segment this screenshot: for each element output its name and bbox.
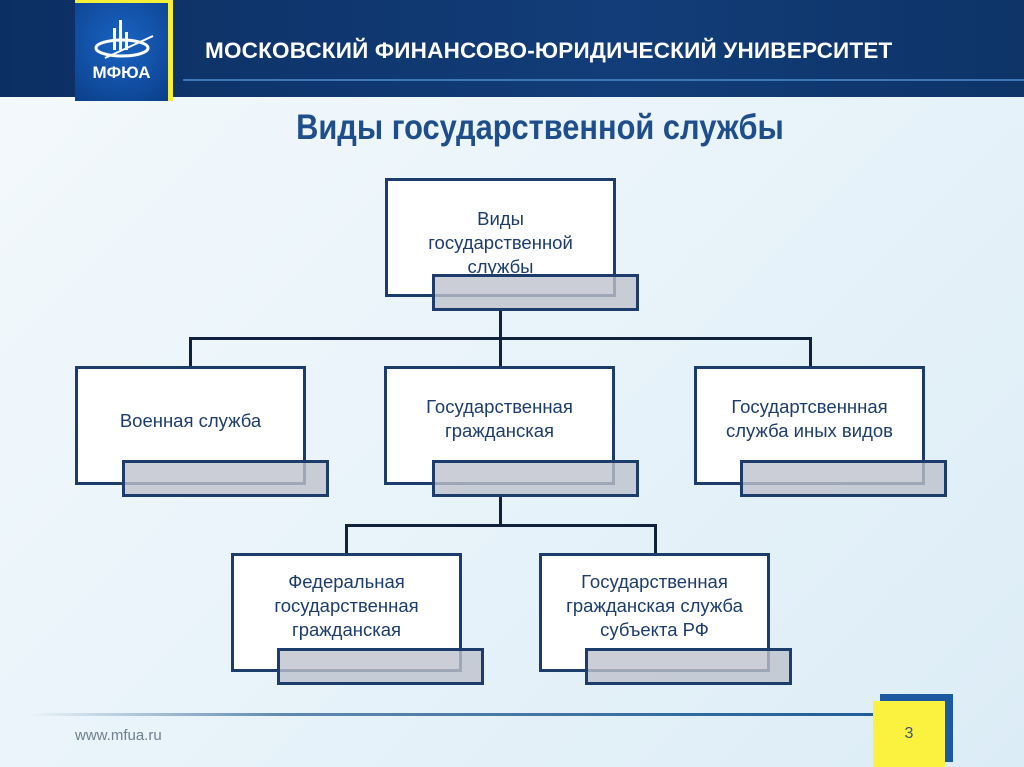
node-shadow	[432, 460, 639, 497]
connector	[189, 337, 192, 367]
node-shadow	[122, 460, 329, 497]
connector	[499, 497, 502, 527]
website-link[interactable]: www.mfua.ru	[75, 727, 162, 744]
node-label: Государственная гражданская служба субъе…	[566, 571, 743, 640]
connector	[345, 524, 348, 554]
node-label: Государственная гражданская	[426, 396, 573, 441]
connector	[809, 337, 812, 367]
connector	[499, 310, 502, 340]
university-logo[interactable]: МФЮА	[75, 0, 173, 101]
node-shadow	[432, 274, 639, 311]
node-label: Федеральная государственная гражданская	[274, 571, 419, 640]
footer-divider	[30, 713, 880, 716]
connector	[499, 337, 502, 367]
connector	[345, 524, 657, 527]
node-label: Виды государственной службы	[428, 208, 573, 277]
logo-emblem-icon	[94, 20, 154, 59]
node-shadow	[277, 648, 484, 685]
node-shadow	[585, 648, 792, 685]
node-label: Военная служба	[119, 410, 262, 431]
page-number: 3	[873, 701, 945, 767]
logo-text: МФЮА	[92, 63, 151, 82]
header-divider	[183, 79, 1024, 81]
university-name: МОСКОВСКИЙ ФИНАНСОВО-ЮРИДИЧЕСКИЙ УНИВЕРС…	[205, 38, 893, 63]
node-root: Виды государственной службы	[385, 178, 616, 297]
connector	[654, 524, 657, 554]
node-shadow	[740, 460, 947, 497]
slide-title: Виды государственной службы	[296, 108, 784, 147]
node-label: Государтсвеннная служба иных видов	[726, 396, 893, 441]
